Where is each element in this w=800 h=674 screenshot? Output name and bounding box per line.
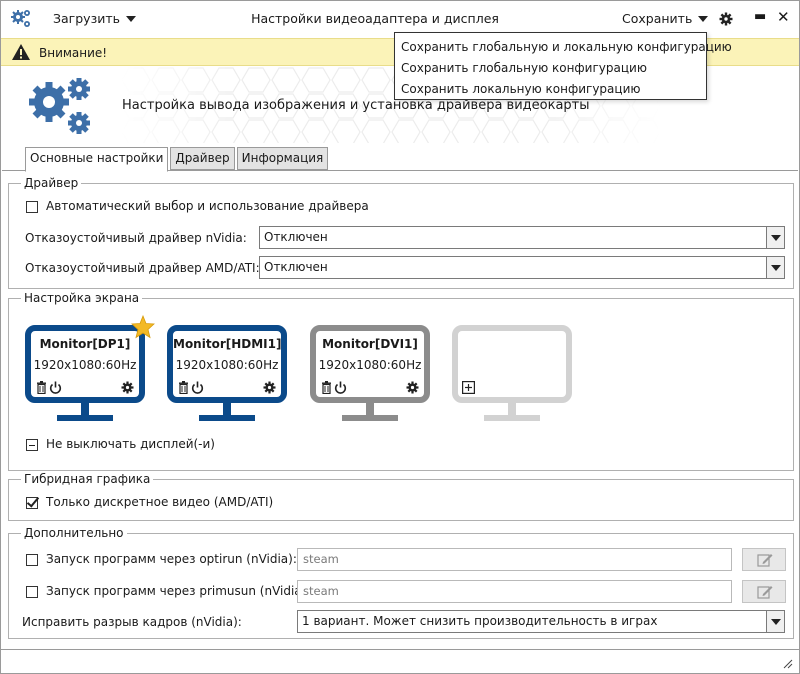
monitor-dp1[interactable]: Monitor[DP1] 1920x1080:60Hz — [25, 325, 149, 425]
tab-driver[interactable]: Драйвер — [170, 147, 235, 170]
resize-grip-icon[interactable] — [781, 657, 793, 669]
nvidia-fallback-label: Отказоустойчивый драйвер nVidia: — [25, 231, 247, 245]
title-bar: Загрузить Настройки видеоадаптера и дисп… — [1, 1, 799, 37]
warning-text: Внимание! — [39, 46, 108, 60]
hybrid-group-legend: Гибридная графика — [21, 472, 154, 486]
monitor-stand — [508, 403, 516, 415]
header-description: Настройка вывода изображения и установка… — [122, 98, 590, 113]
tab-main-settings[interactable]: Основные настройки — [25, 147, 169, 172]
monitor-hdmi1[interactable]: Monitor[HDMI1] 1920x1080:60Hz — [167, 325, 291, 425]
tearing-fix-label: Исправить разрыв кадров (nVidia): — [22, 615, 242, 629]
gear-icon[interactable] — [406, 381, 419, 394]
power-icon[interactable] — [49, 381, 62, 394]
amd-fallback-value: Отключен — [264, 260, 328, 274]
keep-displays-on-label: Не выключать дисплей(-и) — [46, 437, 215, 451]
monitor-stand — [223, 403, 231, 415]
hybrid-group: Гибридная графика Только дискретное виде… — [8, 472, 794, 521]
monitor-resolution: 1920x1080:60Hz — [175, 358, 279, 372]
save-menu-button[interactable]: Сохранить — [622, 11, 709, 26]
monitor-base — [199, 415, 255, 421]
settings-gears-icon — [29, 78, 90, 134]
save-dropdown-menu: Сохранить глобальную и локальную конфигу… — [394, 32, 732, 100]
trash-icon[interactable] — [177, 381, 190, 394]
monitor-name: Monitor[DP1] — [39, 337, 131, 351]
monitor-resolution: 1920x1080:60Hz — [33, 358, 137, 372]
add-icon[interactable] — [462, 381, 475, 394]
chevron-down-icon — [698, 15, 709, 22]
edit-icon — [757, 554, 773, 567]
load-menu-button[interactable]: Загрузить — [53, 11, 136, 26]
tab-divider — [2, 170, 798, 171]
tab-bar: Основные настройки Драйвер Информация — [25, 147, 330, 172]
status-bar — [1, 649, 799, 673]
load-menu-label: Загрузить — [53, 11, 120, 26]
menu-item-save-local[interactable]: Сохранить локальную конфигурацию — [401, 82, 641, 96]
monitor-base — [484, 415, 540, 421]
extra-group-legend: Дополнительно — [21, 526, 127, 540]
main-settings-panel: Драйвер Автоматический выбор и использов… — [2, 171, 798, 646]
save-menu-label: Сохранить — [622, 11, 693, 26]
power-icon[interactable] — [191, 381, 204, 394]
app-gears-icon — [11, 10, 30, 27]
primusun-edit-button[interactable] — [742, 580, 786, 603]
monitor-name: Monitor[HDMI1] — [173, 337, 282, 351]
hexagon-background — [121, 67, 661, 143]
monitor-screen: Monitor[DP1] 1920x1080:60Hz — [25, 325, 145, 403]
amd-fallback-select[interactable]: Отключен — [259, 256, 785, 279]
extra-group: Дополнительно Запуск программ через opti… — [8, 526, 794, 639]
monitor-base — [57, 415, 113, 421]
gear-icon[interactable] — [263, 381, 276, 394]
monitor-base — [342, 415, 398, 421]
gear-icon[interactable] — [121, 381, 134, 394]
discrete-video-checkbox[interactable] — [26, 497, 38, 509]
chevron-down-icon[interactable] — [766, 227, 784, 248]
discrete-video-label: Только дискретное видео (AMD/ATI) — [46, 495, 274, 509]
nvidia-fallback-select[interactable]: Отключен — [259, 226, 785, 249]
close-button[interactable]: ✕ — [777, 8, 790, 26]
primusun-input[interactable]: steam — [297, 580, 732, 603]
power-icon[interactable] — [334, 381, 347, 394]
minimize-button[interactable]: ▬ — [754, 9, 767, 24]
primusun-checkbox[interactable] — [26, 586, 38, 598]
primusun-label: Запуск программ через primusun (nVidia): — [46, 584, 311, 598]
nvidia-fallback-value: Отключен — [264, 230, 328, 244]
amd-fallback-label: Отказоустойчивый драйвер AMD/ATI: — [25, 261, 260, 275]
menu-item-save-global-local[interactable]: Сохранить глобальную и локальную конфигу… — [401, 40, 732, 54]
optirun-edit-button[interactable] — [742, 548, 786, 571]
optirun-input[interactable]: steam — [297, 548, 732, 571]
add-monitor-slot[interactable] — [452, 325, 576, 425]
monitor-dvi1[interactable]: Monitor[DVI1] 1920x1080:60Hz — [310, 325, 434, 425]
auto-driver-label: Автоматический выбор и использование дра… — [46, 199, 369, 213]
monitor-name: Monitor[DVI1] — [322, 337, 418, 351]
screen-group: Настройка экрана Monitor[DP1] 1920x1080:… — [8, 291, 794, 471]
chevron-down-icon[interactable] — [766, 611, 784, 632]
tab-information[interactable]: Информация — [236, 147, 329, 170]
driver-group-legend: Драйвер — [21, 176, 82, 190]
gear-icon[interactable] — [719, 12, 733, 26]
tearing-fix-select[interactable]: 1 вариант. Может снизить производительно… — [297, 610, 785, 633]
edit-icon — [757, 586, 773, 599]
screen-group-legend: Настройка экрана — [21, 291, 143, 305]
tearing-fix-value: 1 вариант. Может снизить производительно… — [302, 614, 658, 628]
optirun-label: Запуск программ через optirun (nVidia): — [46, 552, 297, 566]
monitor-stand — [366, 403, 374, 415]
trash-icon[interactable] — [320, 381, 333, 394]
trash-icon[interactable] — [35, 381, 48, 394]
monitor-screen — [452, 325, 572, 403]
keep-displays-on-checkbox[interactable] — [26, 439, 38, 451]
monitor-stand — [81, 403, 89, 415]
chevron-down-icon — [126, 15, 136, 22]
menu-item-save-global[interactable]: Сохранить глобальную конфигурацию — [401, 61, 647, 75]
primary-star-icon — [131, 315, 155, 339]
monitor-resolution: 1920x1080:60Hz — [318, 358, 422, 372]
window-title: Настройки видеоадаптера и дисплея — [251, 11, 499, 26]
monitor-screen: Monitor[DVI1] 1920x1080:60Hz — [310, 325, 430, 403]
optirun-checkbox[interactable] — [26, 554, 38, 566]
chevron-down-icon[interactable] — [766, 257, 784, 278]
monitor-screen: Monitor[HDMI1] 1920x1080:60Hz — [167, 325, 287, 403]
auto-driver-checkbox[interactable] — [26, 201, 38, 213]
warning-icon — [12, 44, 30, 60]
driver-group: Драйвер Автоматический выбор и использов… — [8, 176, 794, 289]
